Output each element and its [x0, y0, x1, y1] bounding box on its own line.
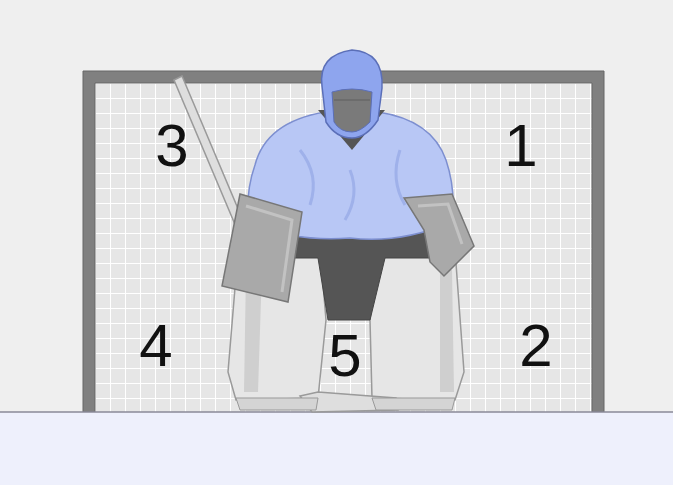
callout-number: 5: [328, 326, 361, 386]
callout-number: 2: [519, 316, 552, 376]
callout-number: 1: [504, 116, 537, 176]
callout-number: 4: [139, 316, 172, 376]
callout-number: 3: [155, 116, 188, 176]
